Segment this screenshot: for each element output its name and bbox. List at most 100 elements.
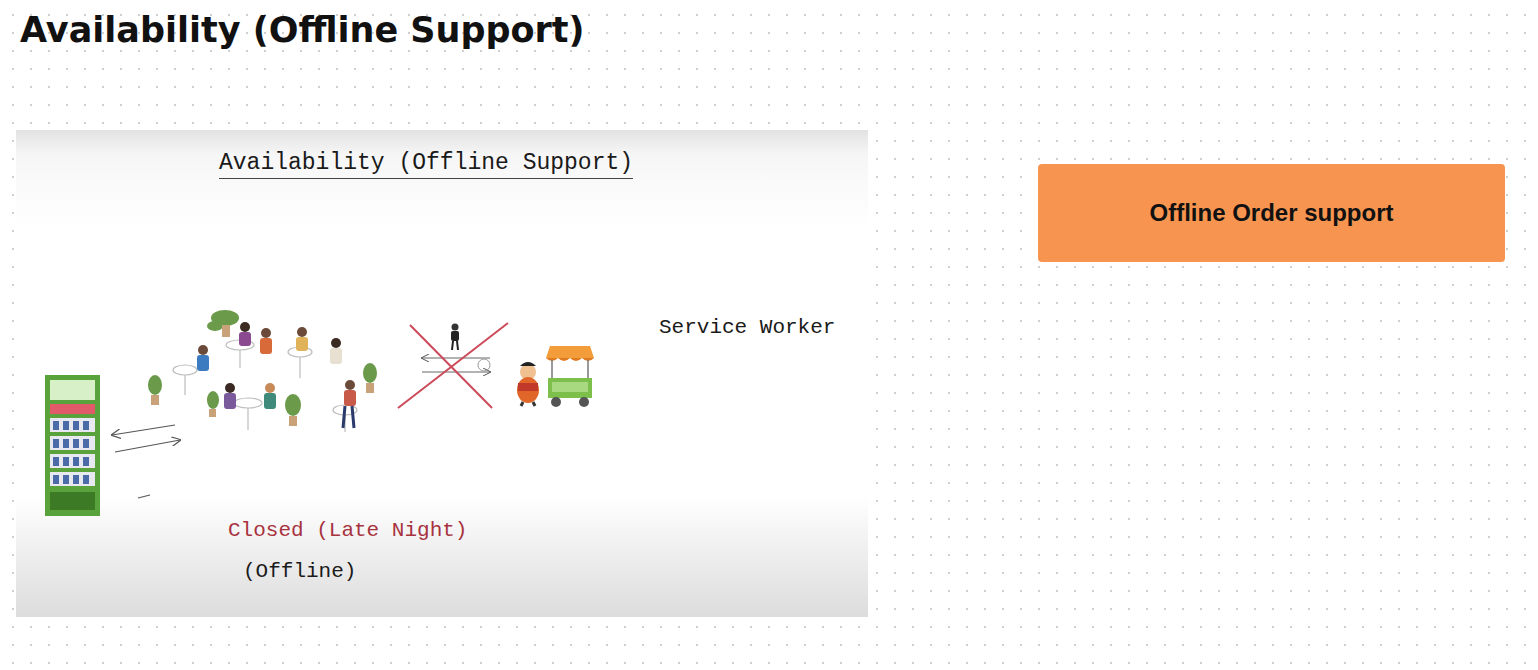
people-part: [197, 355, 209, 371]
vending-machine: [45, 375, 100, 516]
food-cart-part: [587, 360, 589, 378]
street-vendor-part: [517, 377, 539, 403]
vending-machine-part-part: [73, 475, 79, 484]
vending-machine-part-part: [63, 421, 69, 430]
food-cart-part: [551, 397, 561, 407]
plants-part: [289, 416, 297, 426]
plants-part: [222, 325, 230, 337]
people-part: [240, 322, 250, 332]
vending-machine-part-part: [83, 421, 89, 430]
vending-machine-part-part: [83, 439, 89, 448]
vending-machine-part: [53, 421, 89, 484]
plants-part: [209, 409, 216, 417]
vending-machine-part-part: [53, 421, 59, 430]
status-text: (Offline): [243, 560, 356, 583]
people: [197, 322, 356, 428]
tables-part: [173, 365, 197, 375]
people-part: [344, 390, 356, 406]
plants-part: [207, 391, 219, 409]
food-cart-part: [546, 358, 594, 361]
vending-machine-part-part: [83, 457, 89, 466]
tables-part: [234, 398, 262, 408]
table-legs-part: [299, 357, 300, 378]
table-legs-part: [247, 408, 248, 430]
people-part: [224, 393, 236, 409]
exchange-arrows: [112, 425, 180, 498]
plants: [148, 310, 377, 426]
box-label: Offline Order support: [1149, 199, 1393, 227]
annotation-text: Service Worker: [659, 316, 835, 339]
vending-machine-part-part: [83, 475, 89, 484]
vending-machine-part-part: [53, 457, 59, 466]
people-part: [330, 348, 342, 364]
screenshot-heading: Availability (Offline Support): [219, 150, 633, 179]
people-part: [239, 332, 251, 346]
people-part: [297, 327, 307, 337]
people-part: [296, 337, 308, 351]
people-part: [352, 406, 354, 428]
food-cart-part: [552, 382, 588, 392]
exchange-arrows-part: [112, 425, 175, 435]
food-cart-part: [579, 397, 589, 407]
cafe-scene: [148, 310, 377, 432]
crossed-waiter-part: [451, 331, 459, 341]
crossed-waiter-part: [457, 341, 458, 350]
street-vendor-part: [521, 402, 523, 406]
street-vendor-part: [533, 402, 535, 406]
vending-machine-part-part: [63, 439, 69, 448]
crossed-waiter-part-part: [422, 358, 490, 359]
plants-part: [148, 375, 162, 395]
people-part: [343, 406, 345, 428]
vending-machine-part: [50, 404, 95, 414]
food-cart-part: [548, 378, 592, 398]
vending-machine-part: [50, 472, 95, 486]
people-part: [265, 383, 275, 393]
vending-machine-part-part: [73, 439, 79, 448]
people-part: [331, 338, 341, 348]
food-cart: [546, 346, 594, 407]
people-part: [198, 345, 208, 355]
exchange-arrows-part: [115, 440, 180, 452]
vending-machine-part-part: [53, 439, 59, 448]
status-text: Closed (Late Night): [228, 519, 467, 542]
plants-part: [363, 363, 377, 383]
crossed-waiter-part: [478, 359, 490, 371]
vending-machine-part-part: [63, 457, 69, 466]
people-part: [225, 383, 235, 393]
plants-part: [151, 395, 159, 405]
exchange-arrows-part: [138, 495, 150, 498]
street-vendor-part: [518, 383, 538, 391]
vending-machine-part: [50, 454, 95, 468]
people-part: [264, 393, 276, 409]
people-part: [261, 328, 271, 338]
crossed-waiter-part: [422, 358, 490, 372]
vending-machine-part: [50, 436, 95, 450]
plants-part: [366, 383, 374, 393]
food-cart-part: [551, 360, 553, 378]
vending-machine-part-part: [63, 475, 69, 484]
vending-machine-part: [50, 380, 95, 400]
vending-machine-part: [45, 375, 100, 516]
vending-machine-part: [50, 492, 95, 510]
people-part: [260, 338, 272, 354]
plants-part: [207, 321, 223, 331]
vending-machine-part: [50, 418, 95, 432]
crossed-waiter-part: [452, 324, 459, 331]
crossed-waiter-part: [410, 325, 492, 408]
plants-part: [285, 394, 301, 416]
people-part: [345, 380, 355, 390]
vending-machine-part-part: [53, 475, 59, 484]
table-legs-part: [184, 375, 185, 395]
vending-machine-part-part: [73, 457, 79, 466]
crossed-waiter-part: [452, 341, 453, 350]
process-box: Offline Order support: [1038, 164, 1505, 262]
street-vendor-part: [520, 362, 536, 366]
crossed-waiter: [398, 323, 508, 408]
street-vendor: [517, 362, 539, 406]
crossed-waiter-part: [398, 323, 508, 408]
food-cart-part: [546, 346, 594, 358]
page-title: Availability (Offline Support): [20, 10, 585, 50]
table-legs: [185, 350, 345, 432]
vending-machine-part-part: [73, 421, 79, 430]
table-legs-part: [239, 350, 240, 368]
